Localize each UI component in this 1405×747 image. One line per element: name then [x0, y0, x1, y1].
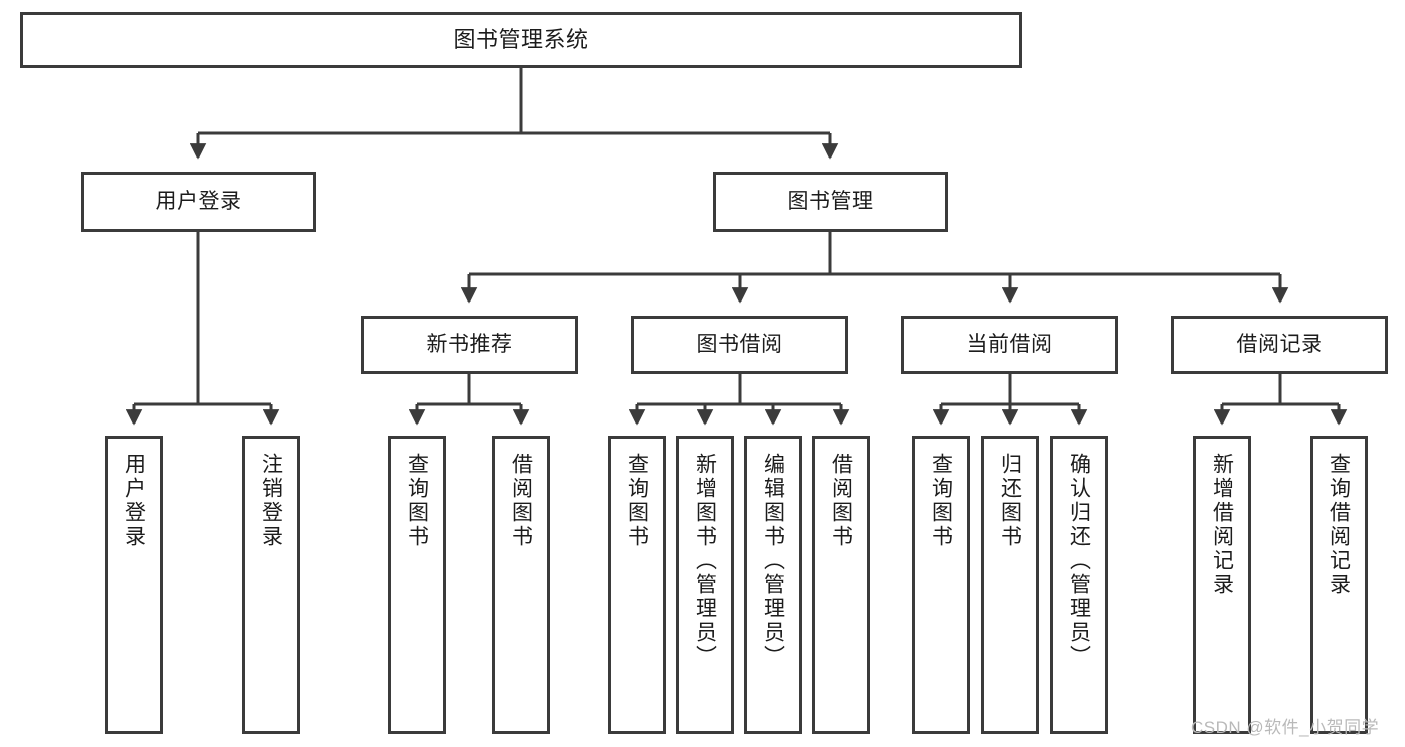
csdn-watermark: CSDN @软件_小贺同学 [1191, 718, 1380, 737]
node-book-manage-label: 图书管理 [787, 189, 874, 213]
node-leaf-edit-book[interactable]: 编辑图书（管理员） [744, 436, 802, 734]
node-leaf-query-book-2[interactable]: 查询图书 [608, 436, 666, 734]
node-leaf-query-book-3[interactable]: 查询图书 [912, 436, 970, 734]
node-leaf-query-record[interactable]: 查询借阅记录 [1310, 436, 1368, 734]
node-leaf-return-book-label: 归还图书 [998, 453, 1022, 549]
node-borrow-record-label: 借阅记录 [1236, 332, 1323, 356]
node-leaf-return-book[interactable]: 归还图书 [981, 436, 1039, 734]
node-leaf-user-login-label: 用户登录 [122, 453, 146, 549]
node-book-borrow-label: 图书借阅 [696, 332, 783, 356]
node-leaf-borrow-book-1-label: 借阅图书 [509, 453, 533, 549]
node-user-login-label: 用户登录 [155, 189, 242, 213]
node-leaf-add-record-label: 新增借阅记录 [1210, 453, 1234, 597]
node-new-book-recommend-label: 新书推荐 [426, 332, 513, 356]
node-leaf-user-login[interactable]: 用户登录 [105, 436, 163, 734]
node-current-borrow-label: 当前借阅 [966, 332, 1053, 356]
node-current-borrow[interactable]: 当前借阅 [901, 316, 1118, 374]
node-new-book-recommend[interactable]: 新书推荐 [361, 316, 578, 374]
node-leaf-query-record-label: 查询借阅记录 [1327, 453, 1351, 597]
node-leaf-confirm-return-label: 确认归还（管理员） [1067, 453, 1091, 669]
node-leaf-borrow-book-2-label: 借阅图书 [829, 453, 853, 549]
node-leaf-query-book-2-label: 查询图书 [625, 453, 649, 549]
node-leaf-add-record[interactable]: 新增借阅记录 [1193, 436, 1251, 734]
node-leaf-logout-login-label: 注销登录 [259, 453, 283, 549]
node-root[interactable]: 图书管理系统 [20, 12, 1022, 68]
node-user-login[interactable]: 用户登录 [81, 172, 316, 232]
node-leaf-add-book[interactable]: 新增图书（管理员） [676, 436, 734, 734]
node-book-manage[interactable]: 图书管理 [713, 172, 948, 232]
node-book-borrow[interactable]: 图书借阅 [631, 316, 848, 374]
node-leaf-edit-book-label: 编辑图书（管理员） [761, 453, 785, 669]
node-leaf-add-book-label: 新增图书（管理员） [693, 453, 717, 669]
node-borrow-record[interactable]: 借阅记录 [1171, 316, 1388, 374]
node-leaf-query-book-1[interactable]: 查询图书 [388, 436, 446, 734]
node-leaf-query-book-1-label: 查询图书 [405, 453, 429, 549]
node-root-label: 图书管理系统 [453, 27, 589, 53]
node-leaf-borrow-book-2[interactable]: 借阅图书 [812, 436, 870, 734]
node-leaf-query-book-3-label: 查询图书 [929, 453, 953, 549]
node-leaf-borrow-book-1[interactable]: 借阅图书 [492, 436, 550, 734]
node-leaf-confirm-return[interactable]: 确认归还（管理员） [1050, 436, 1108, 734]
node-leaf-logout-login[interactable]: 注销登录 [242, 436, 300, 734]
